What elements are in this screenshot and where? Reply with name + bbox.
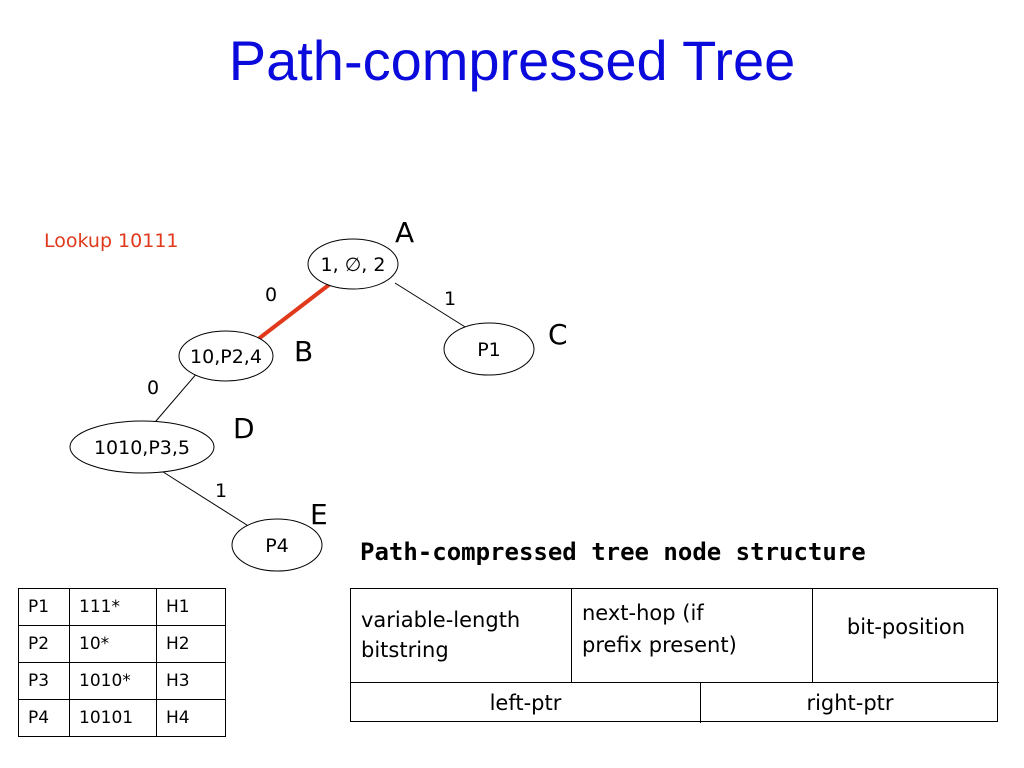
prefix-table-cell: 111* [69,588,157,626]
right-ptr-cell: right-ptr [806,691,894,715]
edge-a-c [394,282,471,331]
prefix-table-cell: H1 [156,588,226,626]
prefix-table-cell: H4 [156,699,226,737]
node-b: 10,P2,4 [178,330,274,382]
next-hop-line1: next-hop (if [582,601,704,625]
node-b-letter: B [294,335,313,368]
prefix-table-cell: 10101 [69,699,157,737]
node-a-letter: A [395,216,414,249]
node-e-letter: E [310,498,328,531]
node-e-text: P4 [265,535,289,557]
edge-label-b-d: 0 [147,377,159,399]
node-structure-box: variable-length bitstring next-hop (if p… [350,588,999,723]
prefix-table-cell: H3 [156,662,226,700]
prefix-table-cell: 1010* [69,662,157,700]
node-d-text: 1010,P3,5 [94,437,190,459]
lookup-label: Lookup 10111 [44,230,179,252]
edge-a-b [255,282,332,342]
edge-d-e [159,469,251,528]
node-c-letter: C [548,318,568,351]
variable-length-line2: bitstring [361,638,449,662]
node-e: P4 [231,518,323,572]
next-hop-line2: prefix present) [582,633,737,657]
next-hop-cell: next-hop (if prefix present) [572,589,813,683]
node-a: 1, ∅, 2 [307,238,399,290]
prefix-table-cell: 10* [69,625,157,663]
node-d: 1010,P3,5 [69,420,215,474]
edge-label-d-e: 1 [215,480,227,502]
left-ptr-cell: left-ptr [351,683,701,723]
node-c: P1 [443,322,535,376]
prefix-table-cell: H2 [156,625,226,663]
node-d-letter: D [233,412,255,445]
edge-b-d [149,371,199,429]
prefix-table-cell: P3 [18,662,70,700]
bit-position-cell: bit-position [813,589,999,683]
variable-length-line1: variable-length [361,608,521,632]
node-a-text: 1, ∅, 2 [321,254,386,276]
page-title: Path-compressed Tree [228,29,796,92]
prefix-table-cell: P4 [18,699,70,737]
prefix-table-cell: P2 [18,625,70,663]
node-structure-title: Path-compressed tree node structure [360,538,866,566]
edge-label-a-b: 0 [265,284,277,306]
edge-label-a-c: 1 [444,288,456,310]
node-b-text: 10,P2,4 [190,346,262,368]
prefix-table-cell: P1 [18,588,70,626]
node-c-text: P1 [477,339,501,361]
variable-length-bitstring-cell: variable-length bitstring [351,589,572,683]
